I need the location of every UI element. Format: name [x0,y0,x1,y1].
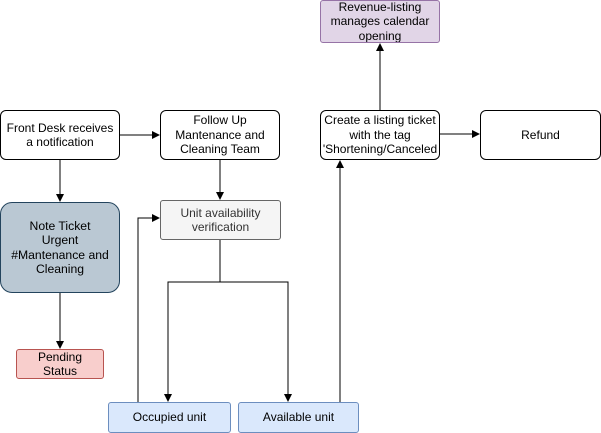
node-follow-up-label: Follow Up Mantenance and Cleaning Team [175,113,265,157]
node-pending-status: Pending Status [16,349,104,379]
node-front-desk-label: Front Desk receives a notification [6,120,114,150]
node-pending-status-label: Pending Status [37,349,83,378]
node-revenue-listing-label: Revenue-listing manages calendar opening [330,0,430,43]
node-refund: Refund [480,110,601,160]
node-refund-label: Refund [521,127,560,142]
node-note-ticket: Note Ticket Urgent #Mantenance and Clean… [0,202,120,293]
node-occupied-unit: Occupied unit [108,402,231,433]
edge-unit-to-occupied [164,240,221,402]
node-available-unit-label: Available unit [262,410,335,425]
edge-occupied-to-unit [137,214,160,402]
node-create-ticket: Create a listing ticket with the tag 'Sh… [320,110,440,160]
node-front-desk: Front Desk receives a notification [0,110,120,160]
node-unit-verification-label: Unit availability verification [180,205,261,235]
node-follow-up: Follow Up Mantenance and Cleaning Team [160,110,280,160]
node-create-ticket-label: Create a listing ticket with the tag 'Sh… [322,113,438,157]
node-note-ticket-label: Note Ticket Urgent #Mantenance and Clean… [11,218,109,277]
node-unit-verification: Unit availability verification [160,200,281,240]
node-revenue-listing: Revenue-listing manages calendar opening [320,0,440,43]
edge-unit-to-available [219,240,292,402]
node-occupied-unit-label: Occupied unit [132,410,207,425]
node-available-unit: Available unit [238,402,359,433]
